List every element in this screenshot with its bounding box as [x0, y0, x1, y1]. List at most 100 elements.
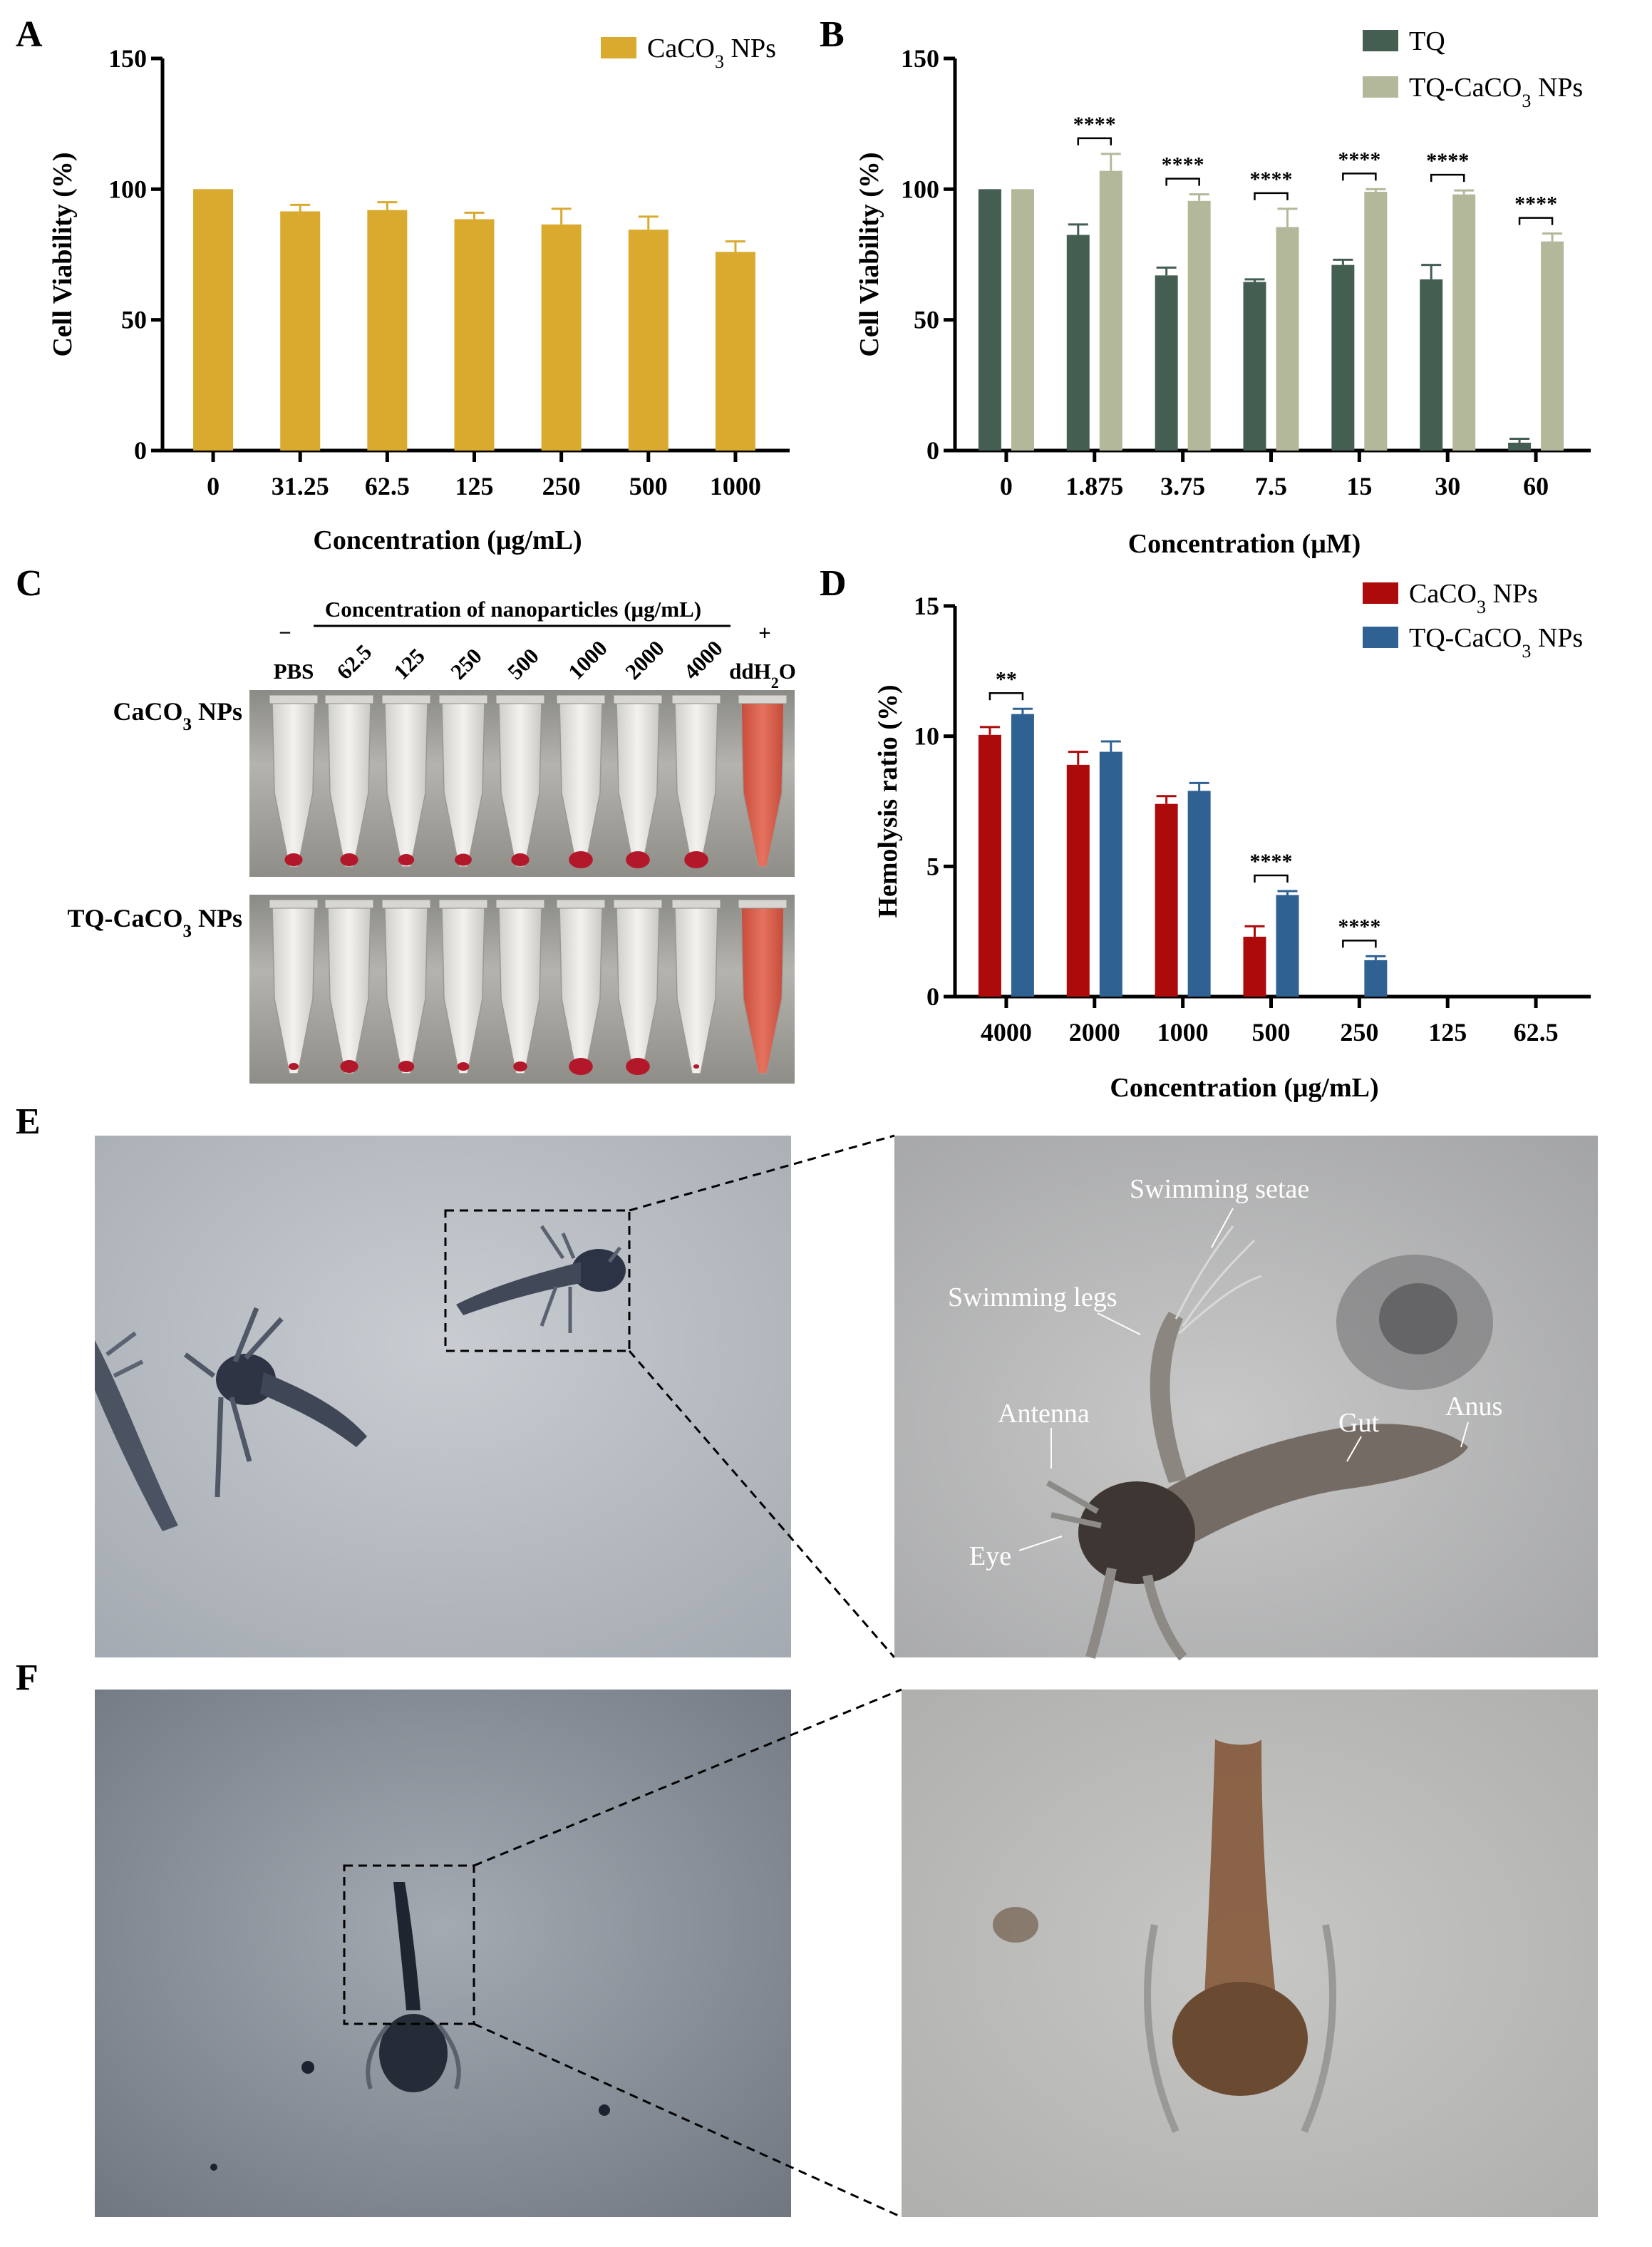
- debris-f-2: [599, 2104, 610, 2116]
- tube-pellet-caco3-3: [455, 853, 472, 866]
- x-tick-label-D-2: 1000: [1157, 1018, 1209, 1047]
- brine-shrimp-treated: [95, 1688, 1598, 2218]
- legend-label-D-1: TQ-CaCO3 NPs: [1409, 623, 1583, 662]
- label-swimming-setae: Swimming setae: [1130, 1174, 1309, 1204]
- zoom-box-e: [444, 1209, 631, 1352]
- tube-rim-caco3-4: [495, 694, 545, 704]
- sig-bracket-B-3: [1342, 173, 1377, 181]
- tube-label-7: 4000: [678, 635, 728, 684]
- bar-B-1-4: [1364, 192, 1388, 451]
- bar-A-0-3: [454, 219, 495, 451]
- y-tick-label-A-0: 0: [134, 436, 147, 465]
- bar-B-1-6: [1541, 241, 1564, 451]
- x-tick-label-B-0: 0: [1000, 472, 1013, 500]
- x-tick-label-D-4: 250: [1340, 1018, 1378, 1047]
- debris-f-zoom: [993, 1907, 1038, 1943]
- bar-B-0-4: [1331, 264, 1355, 451]
- zoom-box-f: [343, 1864, 475, 2025]
- x-axis-title-D: Concentration (μg/mL): [1110, 1073, 1378, 1103]
- row-label-tq-caco3: TQ-CaCO3 NPs: [68, 904, 243, 941]
- legend-label-B-0: TQ: [1409, 26, 1445, 56]
- bar-D-1-1: [1099, 751, 1122, 997]
- tube-pellet-caco3-4: [511, 853, 530, 866]
- tube-pellet-tq-caco3-2: [398, 1061, 415, 1072]
- shrimp-f-zoomed: [1144, 1739, 1336, 2134]
- pointer-anus: [1460, 1421, 1469, 1448]
- tube-rim-caco3-7: [671, 694, 721, 704]
- x-tick-label-B-1: 1.875: [1065, 472, 1123, 500]
- sig-bracket-B-4: [1430, 173, 1465, 182]
- sig-label-B-1: ****: [1162, 153, 1204, 177]
- bar-D-0-0: [978, 734, 1001, 997]
- shrimp-boxed: [456, 1225, 626, 1333]
- bar-D-1-3: [1276, 895, 1299, 997]
- tube-rim-tq-caco3-1: [324, 899, 374, 909]
- tube-rim-tq-caco3-2: [381, 899, 431, 909]
- tube-pellet-caco3-6: [626, 851, 650, 868]
- zoom-line-f-top: [473, 1688, 902, 1867]
- bar-D-0-3: [1243, 936, 1266, 997]
- tube-pellet-caco3-0: [284, 853, 303, 866]
- bar-A-0-0: [193, 189, 234, 451]
- tube-pellet-caco3-5: [569, 851, 593, 868]
- x-tick-label-B-4: 15: [1346, 472, 1372, 500]
- y-tick-label-D-0: 0: [926, 982, 939, 1011]
- label-gut: Gut: [1338, 1408, 1379, 1438]
- bar-A-0-5: [628, 230, 668, 451]
- bar-B-0-3: [1243, 282, 1266, 451]
- sig-bracket-D-2: [1342, 940, 1377, 948]
- x-tick-label-D-6: 62.5: [1514, 1018, 1559, 1047]
- x-tick-label-A-5: 500: [629, 472, 668, 500]
- x-tick-label-D-0: 4000: [981, 1018, 1032, 1047]
- x-axis-title-B: Concentration (μM): [1128, 529, 1361, 559]
- legend-label-B-1: TQ-CaCO3 NPs: [1409, 73, 1583, 111]
- tube-pellet-caco3-7: [684, 851, 708, 868]
- legend-swatch-D-1: [1363, 627, 1398, 648]
- sig-label-D-2: ****: [1338, 915, 1380, 938]
- negative-control-sign: −: [279, 620, 291, 645]
- bar-D-1-0: [1011, 714, 1034, 997]
- bar-D-1-4: [1364, 960, 1388, 997]
- x-tick-label-B-5: 30: [1435, 472, 1460, 500]
- x-tick-label-A-0: 0: [207, 472, 220, 500]
- sig-label-D-1: ****: [1250, 850, 1293, 873]
- panel-letter-f: F: [16, 1657, 38, 1698]
- tube-pellet-caco3-1: [340, 853, 358, 866]
- sig-bracket-B-0: [1077, 137, 1112, 145]
- tube-rim-tq-caco3-3: [438, 899, 488, 909]
- tube-label-1: 62.5: [331, 639, 376, 684]
- pointer-swimming-setae: [1211, 1208, 1234, 1248]
- tube-label-5: 1000: [563, 635, 612, 684]
- bar-D-0-1: [1066, 764, 1090, 997]
- tube-pellet-tq-caco3-0: [289, 1063, 299, 1070]
- tube-pellet-tq-caco3-5: [569, 1058, 593, 1075]
- sig-label-B-3: ****: [1338, 148, 1380, 171]
- x-tick-label-B-6: 60: [1523, 472, 1549, 500]
- bar-A-0-6: [715, 252, 755, 451]
- y-tick-label-B-2: 100: [901, 175, 939, 203]
- shrimp-left: [95, 1331, 178, 1531]
- panel-letter-c: C: [16, 563, 43, 604]
- zoom-line-e-bottom: [628, 1350, 896, 1658]
- label-eye: Eye: [969, 1541, 1011, 1571]
- bar-B-1-0: [1011, 189, 1034, 451]
- tube-rim-caco3-8: [738, 694, 788, 704]
- legend-label-D-0: CaCO3 NPs: [1409, 579, 1538, 617]
- x-tick-label-A-3: 125: [455, 472, 494, 500]
- panel-letter-b: B: [820, 14, 845, 55]
- shrimp-zoomed: [1046, 1225, 1468, 1661]
- tube-header: Concentration of nanoparticles (μg/mL): [325, 597, 701, 622]
- label-swimming-legs: Swimming legs: [948, 1282, 1117, 1312]
- pointer-eye: [1018, 1536, 1063, 1551]
- tube-rim-tq-caco3-7: [671, 899, 721, 909]
- tube-pellet-tq-caco3-3: [457, 1062, 470, 1071]
- tube-rim-caco3-5: [556, 694, 606, 704]
- y-tick-label-D-3: 15: [914, 592, 939, 620]
- x-tick-label-A-4: 250: [542, 472, 581, 500]
- bar-A-0-1: [280, 211, 321, 451]
- bar-B-0-5: [1420, 279, 1443, 451]
- bar-B-1-1: [1099, 170, 1122, 451]
- bar-B-0-2: [1155, 275, 1178, 451]
- debris-f-1: [301, 2061, 314, 2074]
